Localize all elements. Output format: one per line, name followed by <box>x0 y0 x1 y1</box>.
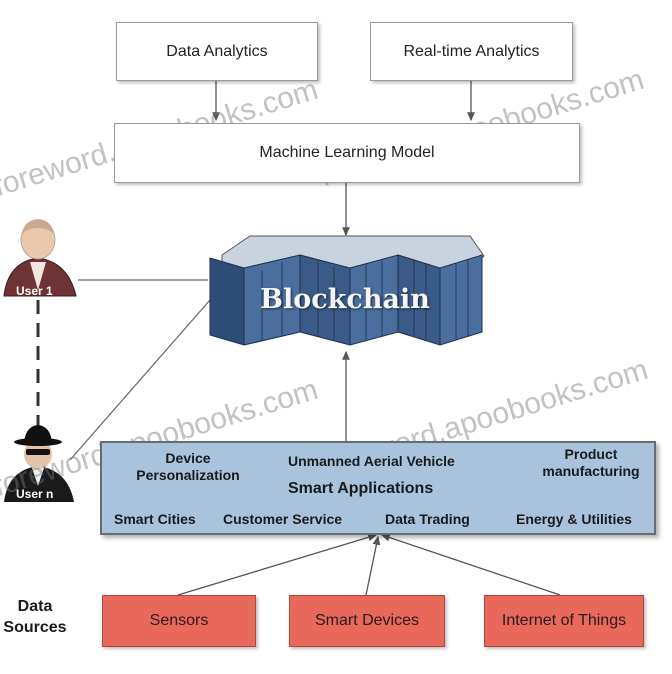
sensors-label: Sensors <box>149 612 209 629</box>
blockchain-label: Blockchain <box>260 284 430 315</box>
ml-model-box: Machine Learning Model <box>114 123 580 183</box>
blockchain-cube-icon <box>209 235 485 346</box>
user-1-avatar-icon <box>3 219 77 297</box>
smart-devices-box: Smart Devices <box>289 595 445 647</box>
data-analytics-label: Data Analytics <box>166 42 268 60</box>
arrow-iot-apps <box>380 533 561 596</box>
smart-applications-title: Smart Applications <box>288 480 434 497</box>
smart-cities: Smart Cities <box>114 511 196 527</box>
realtime-analytics-label: Real-time Analytics <box>403 42 540 60</box>
user-n-avatar-icon <box>4 425 74 502</box>
realtime-analytics-box: Real-time Analytics <box>370 22 573 81</box>
data-trading: Data Trading <box>385 511 470 527</box>
data-sources-label: Data Sources <box>3 598 67 636</box>
arrow-sensors-apps <box>177 533 378 596</box>
sensors-box: Sensors <box>102 595 256 647</box>
iot-label: Internet of Things <box>501 612 627 629</box>
user-n-label: User n <box>16 487 54 501</box>
arrow-devices-apps <box>365 535 381 596</box>
energy-utilities: Energy & Utilities <box>516 511 632 527</box>
smart-devices-label: Smart Devices <box>314 612 420 629</box>
user-1-label: User 1 <box>16 284 53 298</box>
line-usern-blockchain <box>69 299 211 461</box>
product-manufacturing: Product manufacturing <box>542 446 640 479</box>
smart-applications-panel: Device Personalization Unmanned Aerial V… <box>100 441 656 535</box>
data-analytics-box: Data Analytics <box>116 22 318 81</box>
uav: Unmanned Aerial Vehicle <box>288 453 455 469</box>
ml-model-label: Machine Learning Model <box>259 144 435 161</box>
device-personalization: Device Personalization <box>136 450 240 483</box>
customer-service: Customer Service <box>223 511 343 527</box>
iot-box: Internet of Things <box>484 595 644 647</box>
